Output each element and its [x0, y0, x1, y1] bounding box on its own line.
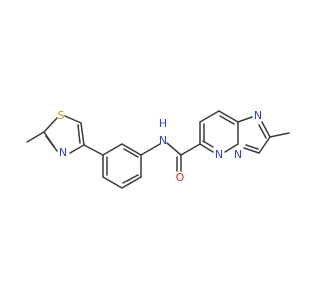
molecule-canvas: S N H N O N N N [26, 109, 290, 189]
bond-thiazole-c5-c4 [80, 122, 85, 146]
atom-nh-h-label: H [159, 117, 167, 130]
bond-pyr-6 [199, 143, 214, 153]
bond-pyr-6-double [202, 140, 214, 148]
atom-n-bridge-label: N [234, 148, 242, 161]
atom-n-thiazole-label: N [59, 146, 67, 159]
bond-methyl-thiazole [26, 131, 45, 143]
bond-pyr-5 [224, 143, 239, 153]
bond-ph-1 [102, 143, 123, 156]
bond-carbonyl-ring [180, 143, 201, 156]
atom-s-label: S [58, 109, 65, 122]
bond-methyl-imidazole [269, 132, 290, 138]
bond-thiazole-c4-n [69, 144, 85, 154]
atom-nh-n-label: N [159, 134, 167, 147]
bond-imid-2-double [258, 124, 267, 139]
bond-imid-1 [237, 116, 253, 123]
bond-ph-4-double [122, 174, 139, 184]
bond-ph-2 [121, 143, 142, 156]
atom-o-label: O [176, 171, 185, 184]
bond-pyr-3 [218, 110, 239, 123]
bond-nh-carbonyl [166, 142, 182, 156]
molecule-structure: S N H N O N N N [26, 109, 290, 189]
bond-thiazole-c2-s [43, 117, 58, 133]
bond-thiazole-phenyl [83, 144, 104, 156]
atom-n-imidazole-label: N [254, 109, 262, 122]
bond-thiazole-n-c2-double [45, 135, 55, 148]
bond-pyr-2 [199, 110, 220, 123]
bond-phenyl-nh [140, 143, 161, 156]
bond-imid-4-double [245, 144, 259, 150]
bond-ph-2-double [123, 148, 139, 158]
bond-imid-3 [258, 136, 271, 154]
bond-imid-4 [243, 147, 260, 154]
bond-pyr-3-double [219, 115, 235, 125]
bond-imid-2 [261, 121, 271, 138]
atom-n-pyridazine-label: N [215, 148, 223, 161]
bond-thiazole-c5-c4-double [77, 124, 81, 144]
bond-thiazole-s-c5 [64, 115, 82, 124]
bond-ph-4 [121, 176, 142, 189]
bond-ph-5 [102, 176, 123, 189]
